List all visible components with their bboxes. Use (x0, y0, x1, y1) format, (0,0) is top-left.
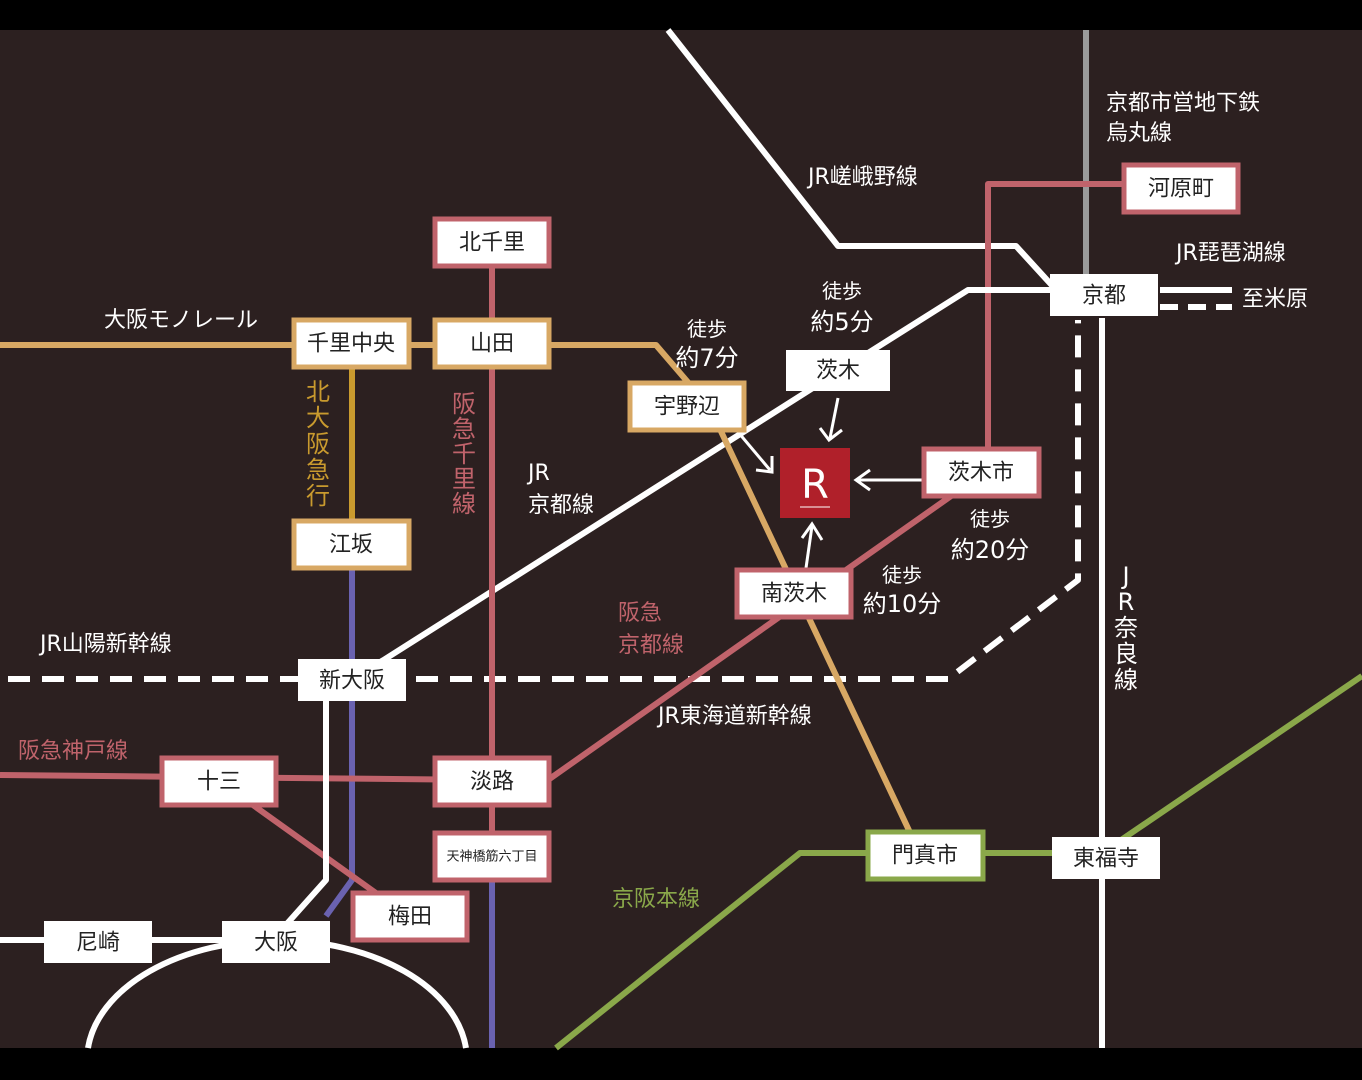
label-hankyu-kyoto-2: 京都線 (618, 633, 684, 658)
label-jr-kyoto-2: 京都線 (528, 493, 594, 518)
hankyu-kyoto-upper-line (985, 181, 1130, 470)
label-karasuma-2: 烏丸線 (1106, 121, 1172, 146)
walk-unobe-label: 徒歩 (687, 317, 727, 341)
station-unobe-box (627, 380, 747, 433)
label-jr-sagano: JR嵯峨野線 (806, 165, 918, 190)
station-esaka-box (291, 518, 412, 571)
label-keihan: 京阪本線 (612, 887, 700, 912)
station-higashifukuji-box (1052, 837, 1160, 879)
arrow-minamiibaraki-head (800, 521, 824, 541)
station-kadomashi: 門真市 (892, 844, 958, 869)
station-ibarakishi: 茨木市 (948, 461, 1014, 486)
station-awaji: 淡路 (470, 770, 514, 795)
station-kawaramachi: 河原町 (1148, 177, 1214, 202)
station-juso-box (159, 755, 279, 808)
station-higashifukuji: 東福寺 (1073, 847, 1139, 872)
destination-marker-letter: R (801, 462, 829, 508)
destination-marker (780, 448, 850, 518)
shinkansen-line (8, 320, 1081, 682)
arrow-minamiibaraki (804, 525, 814, 569)
subway-midosuji-line (323, 545, 355, 918)
walk-ibaraki-time: 約5分 (810, 308, 873, 336)
station-senrichuo-box (291, 317, 412, 370)
station-minamiibaraki-box (734, 567, 854, 620)
label-hankyu-kobe: 阪急神戸線 (18, 739, 128, 764)
station-ibarakishi-box (921, 446, 1042, 499)
station-esaka: 江坂 (329, 533, 373, 558)
station-osaka-box (222, 921, 330, 963)
station-tenjinbashi-box (432, 830, 552, 883)
station-yamada: 山田 (470, 332, 514, 357)
label-osaka-monorail: 大阪モノレール (104, 308, 258, 333)
station-kitasenri: 北千里 (459, 231, 525, 256)
station-osaka: 大阪 (254, 931, 298, 956)
walk-minamiibaraki-time: 約10分 (863, 590, 942, 618)
label-kitakyu-text: 北大阪急行 (306, 378, 330, 510)
jr-kyoto-line (350, 287, 1052, 683)
label-jr-biwako: JR琵琶湖線 (1174, 241, 1286, 266)
label-jr-tokaido: JR東海道新幹線 (656, 704, 812, 729)
arrow-ibarakishi-head (853, 468, 871, 492)
label-hankyu-kyoto-1: 阪急 (618, 601, 662, 626)
walk-arrows (736, 397, 922, 569)
station-ibaraki-box (786, 350, 890, 391)
station-yamada-box (432, 317, 552, 370)
station-umeda-box (350, 890, 470, 943)
arrow-unobe-head (755, 456, 774, 474)
jr-sagano-line (665, 28, 1061, 295)
station-juso: 十三 (197, 770, 241, 795)
label-hankyu-senri: 阪急千里線 (452, 390, 476, 518)
arrow-unobe (736, 431, 772, 471)
station-shinosaka: 新大阪 (319, 669, 385, 694)
station-amagasaki-box (44, 921, 152, 963)
label-hankyu-senri-text: 阪急千里線 (452, 390, 476, 518)
station-kadomashi-box (865, 829, 986, 882)
station-minamiibaraki: 南茨木 (761, 582, 827, 607)
label-kitakyu: 北大阪急行 (306, 378, 330, 510)
label-maibara: 至米原 (1242, 287, 1308, 312)
arrow-ibaraki (828, 397, 840, 439)
station-amagasaki: 尼崎 (76, 931, 120, 956)
label-karasuma-1: 京都市営地下鉄 (1106, 91, 1260, 116)
label-jr-sanyo: JR山陽新幹線 (38, 632, 172, 657)
station-kyoto-box (1050, 274, 1158, 316)
walk-ibaraki-label: 徒歩 (822, 279, 862, 303)
station-senrichuo: 千里中央 (307, 332, 395, 357)
walk-ibarakishi-time: 約20分 (951, 536, 1030, 564)
station-umeda: 梅田 (388, 905, 432, 930)
station-kawaramachi-box (1121, 162, 1241, 215)
station-kitasenri-box (432, 216, 552, 269)
walk-minamiibaraki-label: 徒歩 (882, 563, 922, 587)
station-shinosaka-box (298, 659, 406, 701)
walk-unobe-time: 約7分 (675, 344, 738, 372)
arrow-ibaraki-head (818, 427, 843, 443)
station-awaji-box (432, 755, 552, 808)
jr-shinosaka-osaka-line (273, 700, 329, 938)
station-kyoto: 京都 (1082, 284, 1126, 309)
station-ibaraki: 茨木 (816, 359, 860, 384)
walk-ibarakishi-label: 徒歩 (970, 507, 1010, 531)
station-unobe: 宇野辺 (654, 395, 720, 420)
station-tenjinbashi: 天神橋筋六丁目 (446, 849, 537, 865)
label-jr-kyoto-1: JR (526, 461, 550, 486)
